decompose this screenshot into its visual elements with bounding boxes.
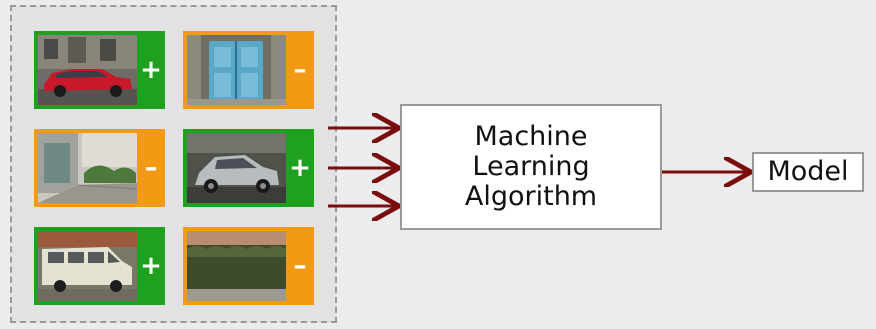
model-box: Model bbox=[752, 152, 864, 192]
training-dataset: + – bbox=[10, 5, 337, 323]
negative-label-sign: – bbox=[293, 251, 307, 281]
sample-negative-door: – bbox=[183, 31, 314, 109]
sample-negative-hedge: – bbox=[183, 227, 314, 305]
algorithm-line-1: Machine bbox=[474, 121, 588, 152]
model-label: Model bbox=[767, 156, 849, 187]
positive-label-sign: + bbox=[140, 251, 162, 281]
negative-label-sign: – bbox=[293, 55, 307, 85]
machine-learning-algorithm-box: Machine Learning Algorithm bbox=[400, 104, 662, 230]
algorithm-line-3: Algorithm bbox=[464, 181, 598, 212]
photo-blue-door bbox=[187, 35, 286, 105]
photo-street-shop bbox=[38, 133, 137, 203]
sample-positive-van: + bbox=[34, 227, 165, 305]
photo-silver-car bbox=[187, 133, 286, 203]
algorithm-line-2: Learning bbox=[472, 151, 590, 182]
negative-label-sign: – bbox=[144, 153, 158, 183]
positive-label-sign: + bbox=[289, 153, 311, 183]
sample-negative-street: – bbox=[34, 129, 165, 207]
positive-label-sign: + bbox=[140, 55, 162, 85]
photo-white-van bbox=[38, 231, 137, 301]
sample-positive-car: + bbox=[34, 31, 165, 109]
photo-hedge bbox=[187, 231, 286, 301]
photo-red-car bbox=[38, 35, 137, 105]
sample-positive-car: + bbox=[183, 129, 314, 207]
